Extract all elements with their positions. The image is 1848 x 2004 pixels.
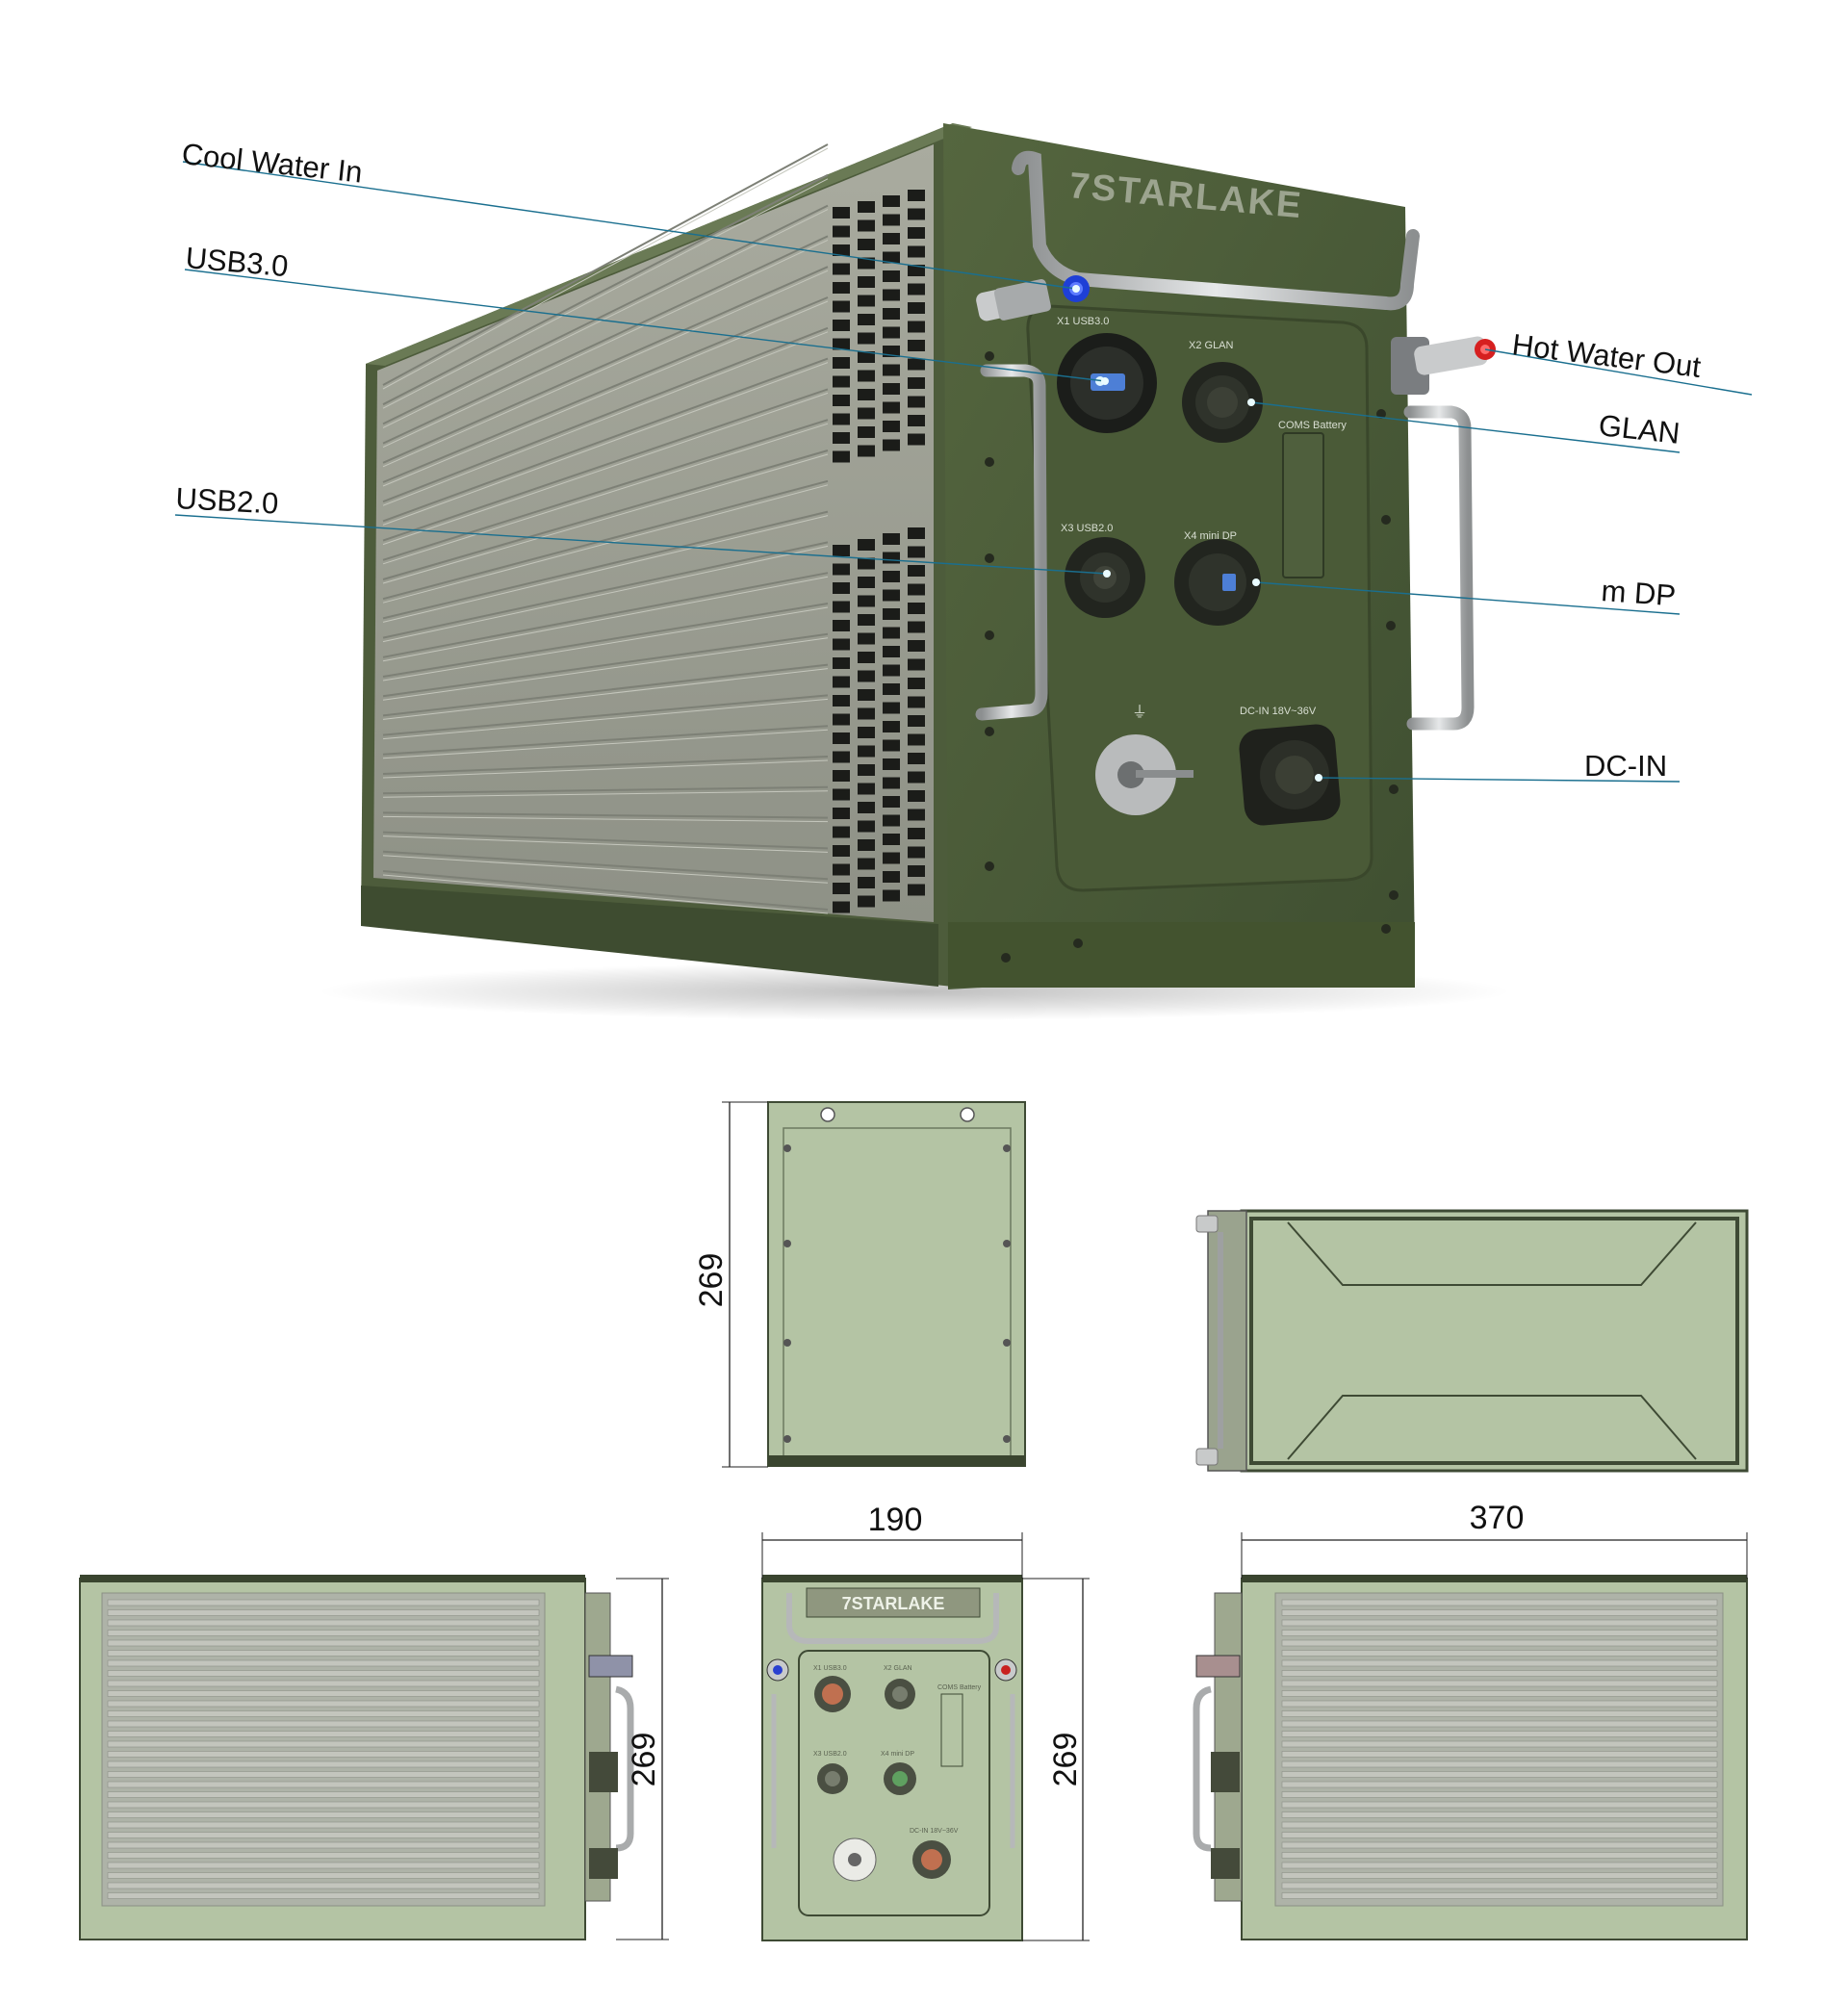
callout-mdp: m DP	[1601, 574, 1678, 612]
cmos-battery-cover	[1282, 432, 1324, 578]
glan-connector	[1182, 362, 1263, 443]
minidp-connector	[1174, 539, 1261, 626]
callout-lines	[174, 161, 1753, 783]
front-view-brand: 7STARLAKE	[842, 1594, 945, 1613]
callout-hot-water-out: Hot Water Out	[1510, 327, 1703, 384]
dim-front-width: 190	[868, 1502, 923, 1538]
callout-usb20: USB2.0	[175, 481, 280, 521]
front-view: 7STARLAKE X1 USB3.0 X2 GLAN COMS Battery…	[761, 1502, 1090, 1941]
callout-line-dcin	[1318, 777, 1681, 783]
left-side-view: 269	[79, 1575, 669, 1940]
front-view-label-dcin: DC-IN 18V~36V	[910, 1828, 959, 1835]
front-screws	[985, 351, 1399, 963]
side-top-view	[1195, 1209, 1749, 1473]
callout-line-mdp	[1255, 581, 1681, 615]
usb20-connector	[1065, 537, 1145, 618]
front-base	[948, 922, 1415, 988]
dcin-connector	[1239, 724, 1341, 826]
callout-line-glan	[1250, 401, 1681, 453]
right-side-view: 370	[1193, 1500, 1748, 1940]
ground-stud	[1095, 734, 1194, 815]
chassis-top	[366, 123, 972, 366]
hot-water-connector	[1391, 336, 1496, 395]
label-x4: X4 mini DP	[1184, 530, 1237, 542]
top-handle	[1012, 150, 1420, 311]
dim-left-height: 269	[626, 1733, 662, 1787]
dim-top-height: 269	[693, 1253, 730, 1308]
label-x1: X1 USB3.0	[1057, 316, 1109, 327]
label-cmos: COMS Battery	[1278, 420, 1347, 431]
cool-water-connector	[976, 275, 1090, 321]
dim-front-height: 269	[1047, 1733, 1084, 1787]
front-view-label-x4: X4 mini DP	[881, 1751, 914, 1758]
vent-grille	[833, 190, 925, 913]
callout-line-cool-water-in	[182, 161, 1077, 290]
front-view-label-x1: X1 USB3.0	[813, 1665, 847, 1672]
front-view-label-x3: X3 USB2.0	[813, 1751, 847, 1758]
product-render: 7STARLAKE	[318, 123, 1511, 1020]
chassis-base	[361, 886, 938, 987]
heatsink-fins	[382, 143, 829, 914]
label-dcin-panel: DC-IN 18V~36V	[1240, 706, 1317, 717]
right-handle	[1403, 405, 1475, 731]
callout-usb30: USB3.0	[184, 241, 289, 283]
label-x2: X2 GLAN	[1189, 340, 1234, 351]
callout-dots	[1072, 285, 1322, 782]
callout-line-usb30	[184, 269, 1106, 382]
front-view-label-x2: X2 GLAN	[884, 1665, 912, 1672]
callout-line-hot-water-out	[1484, 348, 1753, 396]
orthographic-views: 269 269	[79, 1101, 1749, 1941]
callout-cool-water-in: Cool Water In	[180, 137, 364, 189]
ground-symbol: ⏚	[1132, 704, 1147, 721]
callout-line-usb20	[174, 514, 1108, 575]
label-x3: X3 USB2.0	[1061, 523, 1113, 534]
right-side-fins	[1281, 1599, 1718, 1899]
left-side-fins	[107, 1599, 540, 1899]
front-view-label-cmos: COMS Battery	[937, 1684, 982, 1691]
dim-side-length: 370	[1470, 1500, 1525, 1536]
top-view: 269	[693, 1101, 1026, 1468]
callout-dcin: DC-IN	[1584, 749, 1667, 783]
